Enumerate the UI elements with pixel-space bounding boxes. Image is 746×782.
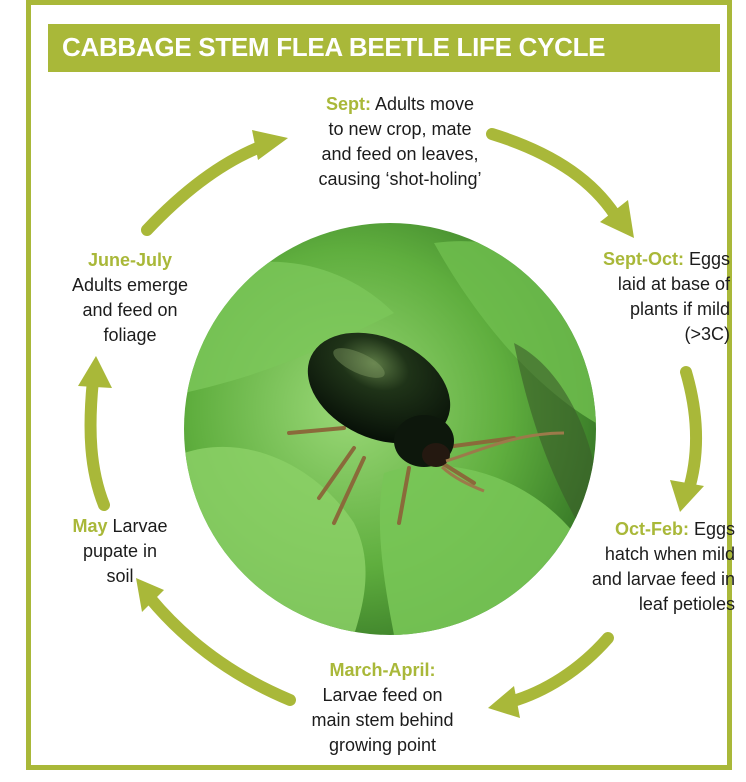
stage-label: May	[72, 516, 107, 536]
stage-line: growing point	[280, 733, 485, 758]
stage-line: pupate in	[50, 539, 190, 564]
stage-line: causing ‘shot-holing’	[270, 167, 530, 192]
stage-line: to new crop, mate	[270, 117, 530, 142]
stage-march-april: March-April: Larvae feed on main stem be…	[280, 658, 485, 758]
stage-label: June-July	[50, 248, 210, 273]
stage-label: March-April:	[280, 658, 485, 683]
stage-line: leaf petioles	[540, 592, 735, 617]
stage-line: foliage	[50, 323, 210, 348]
arrowhead	[488, 686, 520, 718]
stage-label: Oct-Feb:	[615, 519, 689, 539]
stage-line: and feed on	[50, 298, 210, 323]
stage-line: Eggs	[689, 249, 730, 269]
stage-june-july: June-July Adults emerge and feed on foli…	[50, 248, 210, 348]
stage-sept-oct: Sept-Oct: Eggs laid at base of plants if…	[560, 247, 730, 347]
stage-line: Larvae feed on	[280, 683, 485, 708]
stage-line: main stem behind	[280, 708, 485, 733]
stage-label: Sept-Oct:	[603, 249, 684, 269]
stage-line: (>3C)	[560, 322, 730, 347]
stage-line: Larvae	[112, 516, 167, 536]
arrowhead	[670, 480, 704, 512]
stage-line: and feed on leaves,	[270, 142, 530, 167]
stage-label: Sept:	[326, 94, 371, 114]
arrow-octfeb-to-march	[510, 638, 608, 702]
stage-oct-feb: Oct-Feb: Eggs hatch when mild and larvae…	[540, 517, 735, 617]
stage-may: May Larvae pupate in soil	[50, 514, 190, 589]
arrow-march-to-may	[150, 598, 290, 700]
stage-line: soil	[50, 564, 190, 589]
arrowhead	[78, 356, 112, 388]
arrow-may-to-june	[91, 380, 104, 505]
stage-line: hatch when mild	[540, 542, 735, 567]
arrow-septoct-to-octfeb	[686, 372, 696, 492]
arrow-june-to-sept	[147, 145, 265, 230]
stage-line: Adults move	[375, 94, 474, 114]
stage-line: and larvae feed in	[540, 567, 735, 592]
stage-line: Adults emerge	[50, 273, 210, 298]
stage-line: plants if mild	[560, 297, 730, 322]
stage-sept: Sept: Adults move to new crop, mate and …	[270, 92, 530, 192]
stage-line: Eggs	[694, 519, 735, 539]
stage-line: laid at base of	[560, 272, 730, 297]
